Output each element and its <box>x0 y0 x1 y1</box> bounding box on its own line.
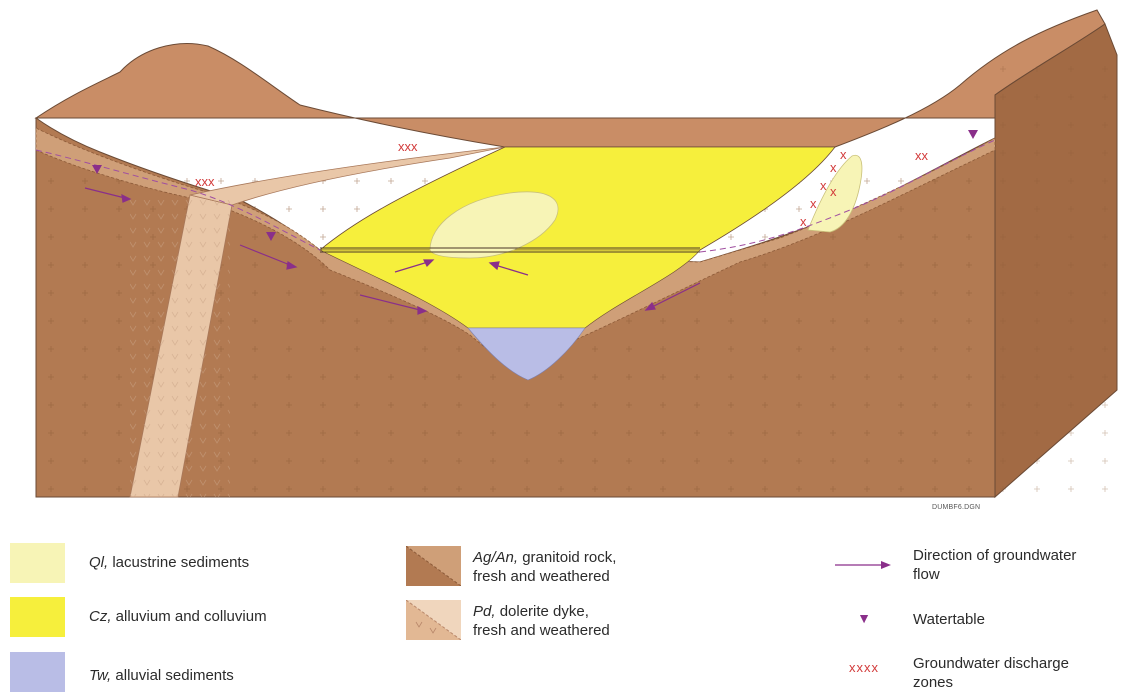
ql-swatch <box>10 543 65 583</box>
flow-label: Direction of groundwater flow <box>913 546 1076 584</box>
legend-pd: Pd, dolerite dyke, fresh and weathered <box>406 600 610 640</box>
top-surface <box>36 10 1105 147</box>
legend-flow: Direction of groundwater flow <box>833 546 1076 584</box>
cz-label: Cz, alluvium and colluvium <box>89 597 267 626</box>
svg-text:x: x <box>800 214 807 229</box>
legend-ql: Ql, lacustrine sediments <box>10 543 249 583</box>
pd-swatch <box>406 600 461 640</box>
svg-text:x: x <box>840 147 847 162</box>
ql-label: Ql, lacustrine sediments <box>89 543 249 572</box>
svg-text:xxx: xxx <box>398 139 418 154</box>
tw-swatch <box>10 652 65 692</box>
legend-discharge: xxxx Groundwater discharge zones <box>833 654 1069 692</box>
cz-swatch <box>10 597 65 637</box>
svg-text:xx: xx <box>915 148 929 163</box>
svg-text:x: x <box>820 178 827 193</box>
legend-cz: Cz, alluvium and colluvium <box>10 597 267 637</box>
ag-swatch <box>406 546 461 586</box>
discharge-label: Groundwater discharge zones <box>913 654 1069 692</box>
legend-tw: Tw, alluvial sediments <box>10 652 234 692</box>
tw-label: Tw, alluvial sediments <box>89 652 234 685</box>
svg-text:x: x <box>830 184 837 199</box>
discharge-icon: xxxx <box>833 658 895 677</box>
legend-watertable: ▼ Watertable <box>833 610 985 629</box>
watertable-icon: ▼ <box>833 610 895 626</box>
legend-ag: Ag/An, granitoid rock, fresh and weather… <box>406 546 616 586</box>
flow-arrow-icon <box>833 558 895 572</box>
block-diagram: xxx xxx xx x x x x x x <box>0 0 1122 520</box>
dyke-texture <box>130 200 230 497</box>
right-face-texture <box>995 60 1117 497</box>
ag-label: Ag/An, granitoid rock, fresh and weather… <box>473 546 616 586</box>
file-code: DUMBF6.DGN <box>932 504 980 511</box>
svg-text:x: x <box>810 196 817 211</box>
watertable-label: Watertable <box>913 610 985 629</box>
svg-text:xxx: xxx <box>195 174 215 189</box>
svg-text:x: x <box>830 160 837 175</box>
pd-label: Pd, dolerite dyke, fresh and weathered <box>473 600 610 640</box>
